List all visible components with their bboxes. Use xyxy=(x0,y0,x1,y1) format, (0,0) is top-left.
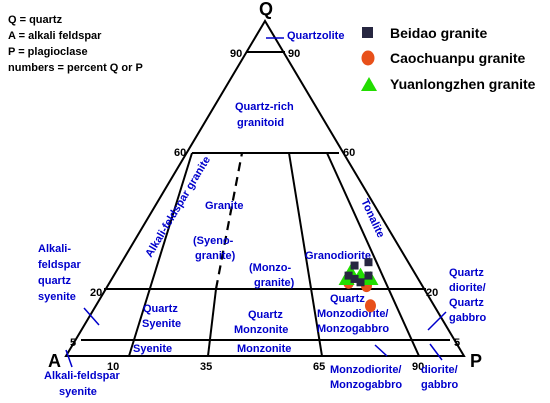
tick-left-90: 90 xyxy=(230,48,242,60)
leader-quartz-diorite xyxy=(427,311,447,331)
dashed-syeno-monzo-boundary xyxy=(214,152,244,290)
field-syenogranite-1: (Syeno- xyxy=(193,235,234,247)
field-quartzolite: Quartzolite xyxy=(287,30,344,42)
key-quartz: Q = quartz xyxy=(8,14,63,26)
triangle-frame xyxy=(64,19,466,357)
apex-q: Q xyxy=(259,0,273,19)
key-alkali-feldspar: A = alkali feldspar xyxy=(8,30,102,42)
square-point-beidao-2 xyxy=(344,271,353,280)
tick-base-65: 65 xyxy=(313,361,325,373)
leader-alkali-feldspar-syenite xyxy=(65,349,73,368)
sample-points xyxy=(338,258,379,313)
line-p65 xyxy=(288,152,323,357)
leader-diorite xyxy=(429,343,443,361)
line-p35 xyxy=(207,288,217,357)
field-monzogranite-1: (Monzo- xyxy=(249,262,291,274)
field-qdg-2: diorite/ xyxy=(449,282,486,294)
legend-row-beidao: Beidao granite xyxy=(360,25,487,41)
field-afs-1: Alkali-feldspar xyxy=(44,370,121,382)
tick-left-60: 60 xyxy=(174,147,186,159)
tick-right-5: 5 xyxy=(454,337,460,349)
field-dg-2: gabbro xyxy=(421,379,459,391)
legend-label-yuanlongzhen: Yuanlongzhen granite xyxy=(390,76,536,92)
line-p10 xyxy=(128,152,193,357)
tick-right-60: 60 xyxy=(343,147,355,159)
square-point-beidao-5 xyxy=(350,274,359,283)
field-qmd-2: Monzodiorite/ xyxy=(317,308,389,320)
tick-right-90: 90 xyxy=(288,48,300,60)
field-md-1: Monzodiorite/ xyxy=(330,364,402,376)
field-monzogranite-2: granite) xyxy=(254,277,295,289)
field-quartz-syenite-2: Syenite xyxy=(142,318,181,330)
circle-point-caochuanpu-2 xyxy=(364,299,376,313)
field-afqs-3: quartz xyxy=(38,275,72,287)
tick-base-35: 35 xyxy=(200,361,212,373)
field-afqs-1: Alkali- xyxy=(38,243,71,255)
tick-base-90: 90 xyxy=(412,361,424,373)
square-point-beidao-0 xyxy=(350,261,359,270)
field-qmd-1: Quartz xyxy=(330,293,365,305)
square-point-beidao-1 xyxy=(364,258,373,267)
tick-left-20: 20 xyxy=(90,287,102,299)
legend-label-beidao: Beidao granite xyxy=(390,25,488,41)
field-afs-2: syenite xyxy=(59,386,97,398)
leader-lines xyxy=(65,37,447,368)
triangle-outline xyxy=(64,19,466,357)
apex-a: A xyxy=(48,351,61,371)
tick-left-5: 5 xyxy=(70,337,76,349)
legend-row-caochuanpu: Caochuanpu granite xyxy=(360,50,525,66)
line-p90 xyxy=(326,152,420,357)
field-granite: Granite xyxy=(205,200,244,212)
leader-monzodiorite xyxy=(374,344,388,357)
field-monzonite: Monzonite xyxy=(237,343,291,355)
field-dg-1: diorite/ xyxy=(421,364,458,376)
legend-row-yuanlongzhen: Yuanlongzhen granite xyxy=(360,76,535,92)
tick-right-20: 20 xyxy=(426,287,438,299)
field-qdg-3: Quartz xyxy=(449,297,484,309)
field-syenite: Syenite xyxy=(133,343,172,355)
field-quartz-monzonite-2: Monzonite xyxy=(234,324,288,336)
legend-label-caochuanpu: Caochuanpu granite xyxy=(390,50,526,66)
field-qdg-1: Quartz xyxy=(449,267,484,279)
field-quartz-rich-granitoid-2: granitoid xyxy=(237,117,284,129)
field-quartz-syenite-1: Quartz xyxy=(143,303,178,315)
triangle-marker-icon xyxy=(360,76,377,92)
square-point-beidao-4 xyxy=(356,278,365,287)
square-marker-icon xyxy=(360,25,376,41)
field-qdg-4: gabbro xyxy=(449,312,487,324)
square-point-beidao-3 xyxy=(364,271,373,280)
key-numbers: numbers = percent Q or P xyxy=(8,62,143,74)
leader-alkali-feldspar-quartz-syenite xyxy=(83,307,100,326)
field-md-2: Monzogabbro xyxy=(330,379,402,391)
field-quartz-rich-granitoid-1: Quartz-rich xyxy=(235,101,294,113)
field-afqs-2: feldspar xyxy=(38,259,82,271)
apex-p: P xyxy=(470,351,482,371)
field-quartz-monzonite-1: Quartz xyxy=(248,309,283,321)
field-qmd-3: Monzogabbro xyxy=(317,323,389,335)
field-syenogranite-2: granite) xyxy=(195,250,236,262)
field-granodiorite: Granodiorite xyxy=(305,250,371,262)
circle-marker-icon xyxy=(360,50,376,66)
key-plagioclase: P = plagioclase xyxy=(8,46,88,58)
field-afqs-4: syenite xyxy=(38,291,76,303)
tick-base-10: 10 xyxy=(107,361,119,373)
